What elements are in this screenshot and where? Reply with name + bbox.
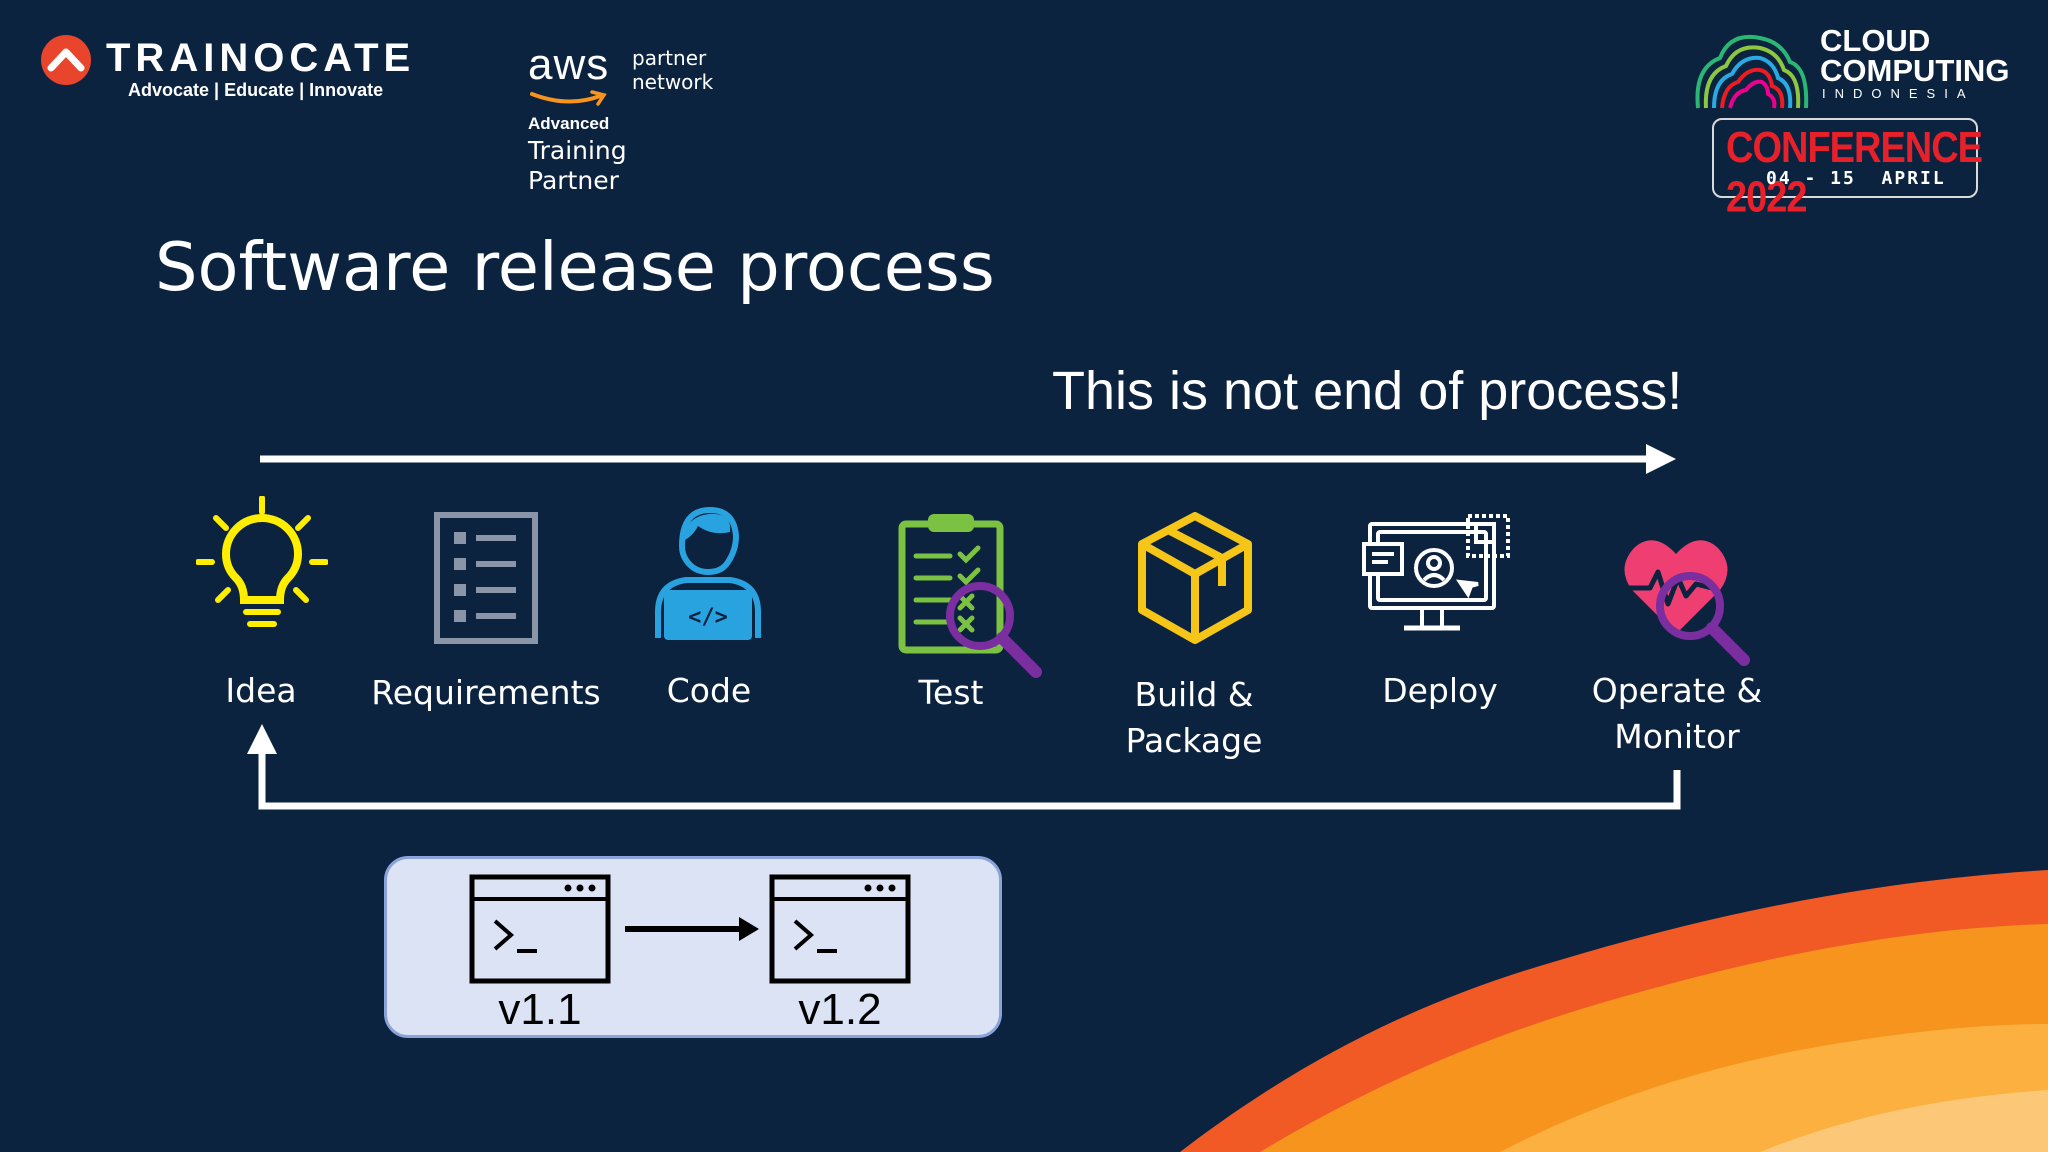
aws-partner-logo: aws partner network Advanced Training Pa… [528,40,748,210]
aws-partner-network: partner network [632,46,713,94]
step-label-code: Code [666,671,752,710]
aws-smile-icon [530,90,607,106]
loop-back-arrow [247,724,1681,810]
trainocate-tagline: Advocate | Educate | Innovate [128,80,384,100]
version-terminals [469,874,911,984]
aws-partner-line2: network [632,70,714,94]
trainocate-mark-icon [41,35,91,85]
forward-arrow [260,444,1676,474]
conference-logo: CLOUD COMPUTING INDONESIA CONFERENCE 202… [1690,23,2030,222]
aws-role: Training Partner [528,136,627,196]
conference-frame [1712,118,1978,198]
step-label-deploy: Deploy [1382,671,1498,710]
checklist-icon [434,512,538,644]
terminal-icon-v12 [769,874,911,984]
deploy-monitor-icon [1362,514,1510,631]
aws-role-line1: Training [528,136,627,165]
aws-tier: Advanced [528,114,610,133]
trainocate-name: TRAINOCATE [106,36,416,80]
conference-cloud-computing: CLOUD COMPUTING [1820,23,2010,88]
step-label-test: Test [918,673,984,712]
version-label-to: v1.2 [798,985,882,1034]
conference-line2: COMPUTING [1820,53,2010,88]
conference-event: CONFERENCE 2022 [1726,124,1983,222]
process-note: This is not end of process! [1052,361,1683,421]
test-clipboard-icon [898,514,1042,678]
trainocate-logo: TRAINOCATE Advocate | Educate | Innovate [40,34,420,104]
upgrade-arrow [625,917,759,941]
aws-partner-line1: partner [632,46,707,70]
developer-icon: </> [655,506,761,640]
step-label-operate-monitor: Operate & Monitor [1591,671,1763,756]
conference-country: INDONESIA [1822,86,1975,101]
colorful-cloud-icon [1695,35,1809,109]
conference-line1: CLOUD [1820,23,1931,58]
conference-dates: 04 - 15 APRIL [1766,168,1946,189]
aws-wordmark: aws [528,40,610,89]
step-label-idea: Idea [225,671,297,710]
slide-title: Software release process [155,228,995,306]
terminal-icon-v11 [469,874,611,984]
svg-text:</>: </> [688,605,728,630]
heart-monitor-icon [1624,540,1750,666]
aws-role-line2: Partner [528,166,619,195]
package-box-icon [1138,512,1252,644]
step-label-build-package: Build & Package [1125,675,1263,760]
step-label-requirements: Requirements [371,673,601,712]
version-label-from: v1.1 [498,985,582,1034]
lightbulb-icon [196,496,328,627]
version-panel: v1.1 v1.2 [384,856,1002,1038]
